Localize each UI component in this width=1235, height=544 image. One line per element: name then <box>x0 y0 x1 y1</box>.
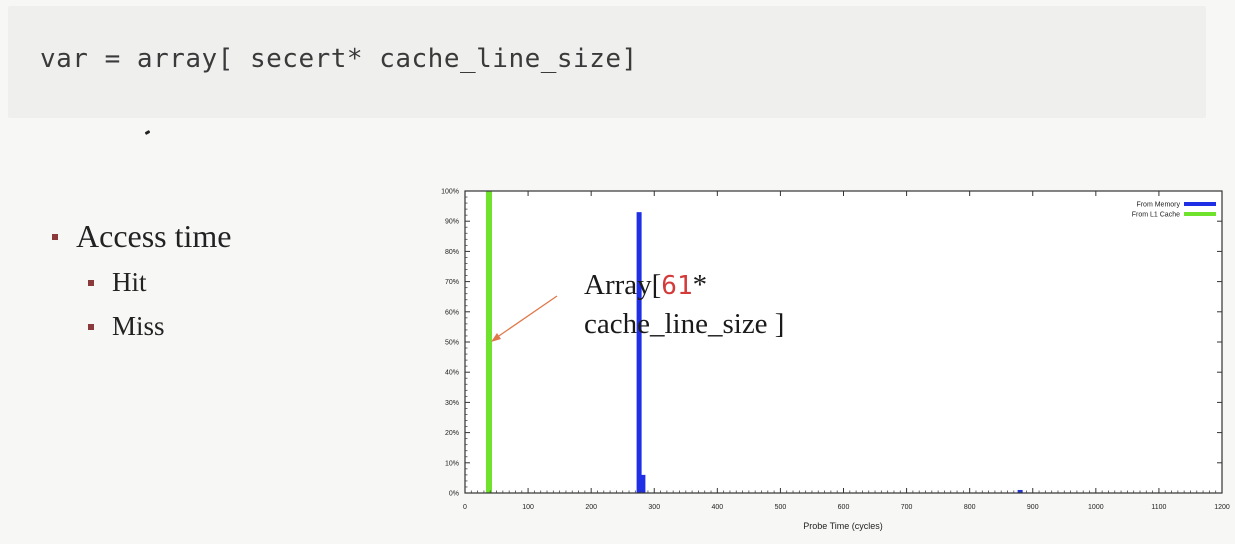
annotation-prefix: Array[ <box>584 269 662 301</box>
y-tick-label: 100% <box>441 189 459 196</box>
annotation-arrow <box>492 295 558 341</box>
stray-mark <box>144 129 151 136</box>
legend-swatch-from-l1-cache <box>1184 212 1216 216</box>
y-tick-label: 0% <box>449 491 459 498</box>
y-tick-label: 40% <box>445 370 459 377</box>
y-tick-label: 20% <box>445 430 459 437</box>
bullet-label: Access time <box>76 218 232 254</box>
legend-swatch-from-memory <box>1184 202 1216 206</box>
bar-from-memory <box>636 212 642 493</box>
x-tick-label: 1100 <box>1151 504 1166 511</box>
x-tick-label: 1200 <box>1214 504 1230 511</box>
bullet-label: Miss <box>112 311 165 341</box>
x-tick-label: 1000 <box>1088 504 1104 511</box>
code-banner: var = array[ secert* cache_line_size] <box>8 6 1206 118</box>
code-line: var = array[ secert* cache_line_size] <box>40 44 638 74</box>
ticks-layer: 0% 10% 20% 30% 40% 50% 60% 70% 80% 90% 100% 0 100 200… <box>441 189 1230 512</box>
bullet-marker <box>88 280 94 286</box>
x-tick-label: 400 <box>711 504 723 511</box>
y-tick-label: 60% <box>445 309 459 316</box>
x-tick-label: 300 <box>648 504 660 511</box>
bullet-hit: Hit <box>48 260 232 304</box>
bullet-list: Access time Hit Miss <box>48 212 232 348</box>
annotation-index: 61 <box>661 271 693 301</box>
chart-background <box>465 191 1222 493</box>
bullet-marker <box>88 324 94 330</box>
bullet-label: Hit <box>112 267 147 297</box>
y-tick-label: 10% <box>445 460 459 467</box>
x-tick-label: 500 <box>775 504 787 511</box>
annotation-line2: cache_line_size ] <box>584 308 785 340</box>
y-tick-label: 50% <box>445 340 459 347</box>
legend-label-from-l1-cache: From L1 Cache <box>1132 212 1180 219</box>
annotation-arrowhead <box>491 333 501 342</box>
x-tick-label: 200 <box>585 504 597 511</box>
y-tick-label: 30% <box>445 400 459 407</box>
y-tick-label: 80% <box>445 249 459 256</box>
x-tick-label: 0 <box>463 504 467 511</box>
x-axis-label: Probe Time (cycles) <box>803 521 883 531</box>
bullet-access-time: Access time <box>48 212 232 260</box>
bullet-marker <box>52 234 58 240</box>
legend-label-from-memory: From Memory <box>1136 202 1180 209</box>
x-tick-label: 700 <box>901 504 913 511</box>
x-tick-label: 600 <box>838 504 850 511</box>
x-tick-label: 100 <box>522 504 534 511</box>
annotation-suffix: * <box>692 269 708 301</box>
y-tick-label: 70% <box>445 279 459 286</box>
x-tick-label: 900 <box>1027 504 1039 511</box>
y-tick-label: 90% <box>445 219 459 226</box>
array-annotation: Array[61* cache_line_size ] <box>584 266 784 343</box>
probe-time-chart: 0% 10% 20% 30% 40% 50% 60% 70% 80% 90% 100% 0 100 200… <box>441 189 1230 532</box>
bullet-miss: Miss <box>48 304 232 348</box>
bar-from-l1-cache <box>485 191 492 493</box>
bar-from-memory <box>640 474 646 493</box>
x-tick-label: 800 <box>964 504 976 511</box>
